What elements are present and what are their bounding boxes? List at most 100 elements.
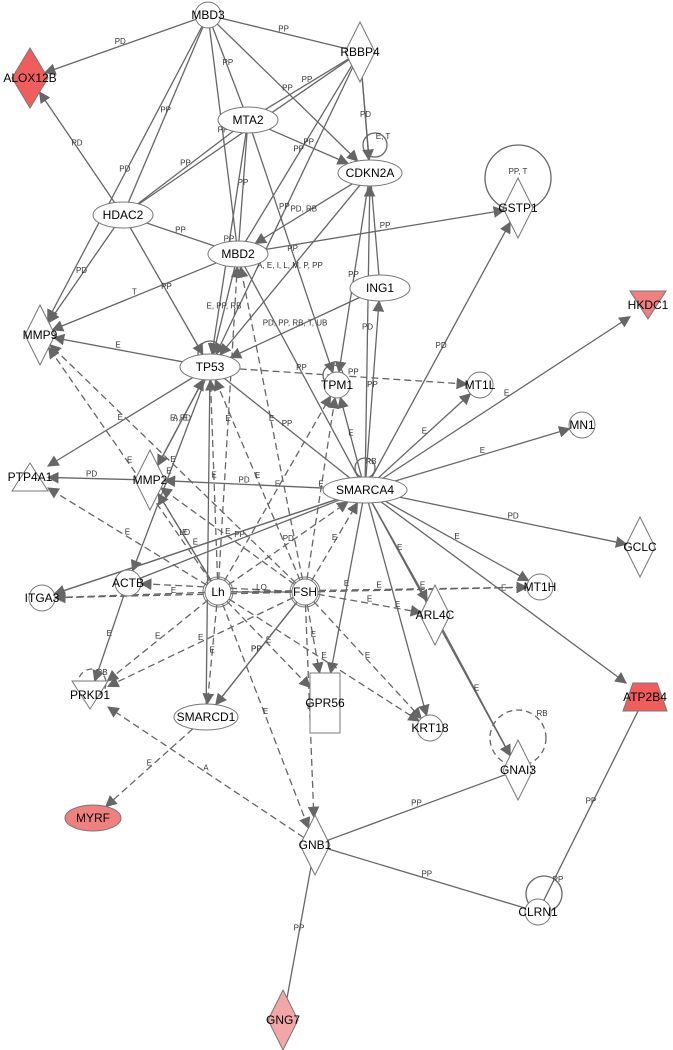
edge-mbd3-mmp9: [47, 26, 203, 322]
node-prkd1[interactable]: PRKD1: [70, 680, 110, 710]
edge-label: E: [155, 632, 160, 641]
node-mta2[interactable]: MTA2: [217, 106, 279, 134]
self-loop-label: PP: [553, 875, 564, 884]
node-label: MTA2: [232, 113, 263, 127]
node-shape: [173, 703, 239, 731]
node-ing1[interactable]: ING1: [349, 274, 411, 302]
node-itga3[interactable]: ITGA3: [25, 584, 60, 612]
node-mmp2[interactable]: MMP2: [133, 448, 168, 512]
edge-label: PD, RB: [290, 205, 317, 214]
node-hdac2[interactable]: HDAC2: [92, 201, 154, 229]
edge-smarca4-mn1: [394, 426, 571, 482]
node-mmp9[interactable]: MMP9: [23, 303, 58, 367]
node-tp53[interactable]: TP53: [179, 353, 241, 381]
edge-label: E: [367, 594, 372, 603]
edge-mbd3-rbbp4: [220, 17, 347, 50]
edge-mbd3-mbd2: [208, 27, 238, 242]
node-atp2b4[interactable]: ATP2B4: [622, 682, 668, 712]
node-myrf[interactable]: MYRF: [64, 804, 122, 832]
edge-label: E: [344, 579, 349, 588]
node-gnai3[interactable]: GNAI3: [500, 738, 536, 802]
edge-clrn1-atp2b4: [543, 710, 639, 901]
edge-mta2-tpm1: [251, 132, 336, 374]
edge-fsh-tpm1: [306, 396, 340, 580]
edge-mbd3-cdkn2a: [216, 23, 359, 162]
edge-label: E: [166, 466, 171, 475]
edge-label: T: [132, 287, 137, 296]
edge-label: PP: [586, 797, 597, 806]
node-mbd3[interactable]: MBD3: [191, 1, 225, 29]
node-fsh[interactable]: FSH: [289, 576, 321, 608]
edge-label: PD: [115, 37, 126, 46]
edge-label: PD: [119, 164, 130, 173]
node-shape: [179, 353, 241, 381]
node-label: MN1: [569, 418, 595, 432]
edge-label: E: [348, 428, 353, 437]
edge-mbd2-mmp9: [51, 262, 217, 332]
node-tpm1[interactable]: TPM1: [321, 371, 353, 399]
node-gnb1[interactable]: GNB1: [299, 813, 332, 877]
node-gng7[interactable]: GNG7: [266, 988, 300, 1050]
node-actb[interactable]: ACTB: [112, 569, 144, 597]
node-mt1h[interactable]: MT1H: [524, 573, 557, 601]
node-label: ING1: [366, 281, 394, 295]
node-mbd2[interactable]: MBD2: [207, 240, 269, 268]
edge-label: E: [225, 414, 230, 423]
edge-mbd3-mta2: [212, 26, 244, 108]
node-cdkn2a[interactable]: CDKN2A: [337, 159, 403, 187]
node-gstp1[interactable]: GSTP1: [498, 176, 538, 240]
node-arl4c[interactable]: ARL4C: [416, 583, 455, 647]
edges-layer: PDPPPPPPPPPPPDPPPPPDPPPPPPPPPPPPPPPPPDPP…: [38, 17, 639, 999]
node-hkdc1[interactable]: HKDC1: [628, 290, 669, 320]
edge-lh-mmp9: [48, 346, 212, 582]
node-shape: [11, 47, 49, 109]
edge-label: E: [480, 446, 485, 455]
edge-gnb1-prkd1: [107, 706, 305, 839]
edge-label: PP: [160, 106, 171, 115]
edge-tp53-mt1l: [239, 368, 469, 390]
edge-lh-tpm1: [223, 395, 332, 582]
node-gclc[interactable]: GCLC: [623, 515, 657, 579]
edge-arl4c-gnai3: [442, 629, 511, 757]
edge-label: E, PD: [170, 414, 191, 423]
edge-label: PP: [218, 125, 229, 134]
edge-lh-gpr56: [226, 600, 311, 689]
node-shape: [349, 274, 411, 302]
edge-fsh-krt18: [313, 601, 422, 720]
edge-lh-mbd2: [218, 265, 243, 580]
node-label: KRT18: [411, 721, 448, 735]
node-label: GSTP1: [498, 201, 538, 215]
node-label: GNG7: [266, 1013, 300, 1027]
node-krt18[interactable]: KRT18: [411, 714, 449, 742]
node-clrn1[interactable]: CLRN1: [518, 898, 558, 926]
node-alox12b[interactable]: ALOX12B: [3, 47, 57, 109]
node-label: ATP2B4: [623, 690, 667, 704]
edge-label: E: [504, 389, 509, 398]
node-label: ARL4C: [416, 608, 455, 622]
node-ptp4a1[interactable]: PTP4A1: [8, 462, 53, 492]
node-shape: [419, 583, 451, 647]
edge-label: E: [107, 629, 112, 638]
node-rbbp4[interactable]: RBBP4: [340, 20, 380, 84]
edge-gnb1-clrn1: [327, 848, 526, 909]
node-lh[interactable]: Lh: [202, 576, 234, 608]
node-shape: [267, 988, 299, 1050]
node-shape: [466, 371, 494, 399]
node-smarca4[interactable]: SMARCA4: [322, 476, 408, 504]
edge-label: PP: [293, 145, 304, 154]
edge-actb-prkd1: [92, 595, 125, 683]
node-shape: [11, 462, 49, 492]
node-mn1[interactable]: MN1: [568, 411, 596, 439]
edge-label: PD: [283, 534, 294, 543]
node-shape: [502, 176, 534, 240]
edge-mbd2-gstp1: [265, 206, 506, 251]
node-gpr56[interactable]: GPR56: [305, 672, 345, 734]
node-mt1l[interactable]: MT1L: [465, 371, 496, 399]
edge-label: PP: [175, 226, 186, 235]
edge-label: E, PP, RB: [207, 302, 242, 311]
node-shape: [134, 448, 166, 512]
node-smarcd1[interactable]: SMARCD1: [173, 703, 239, 731]
node-shape: [526, 573, 554, 601]
node-label: MBD2: [221, 247, 255, 261]
